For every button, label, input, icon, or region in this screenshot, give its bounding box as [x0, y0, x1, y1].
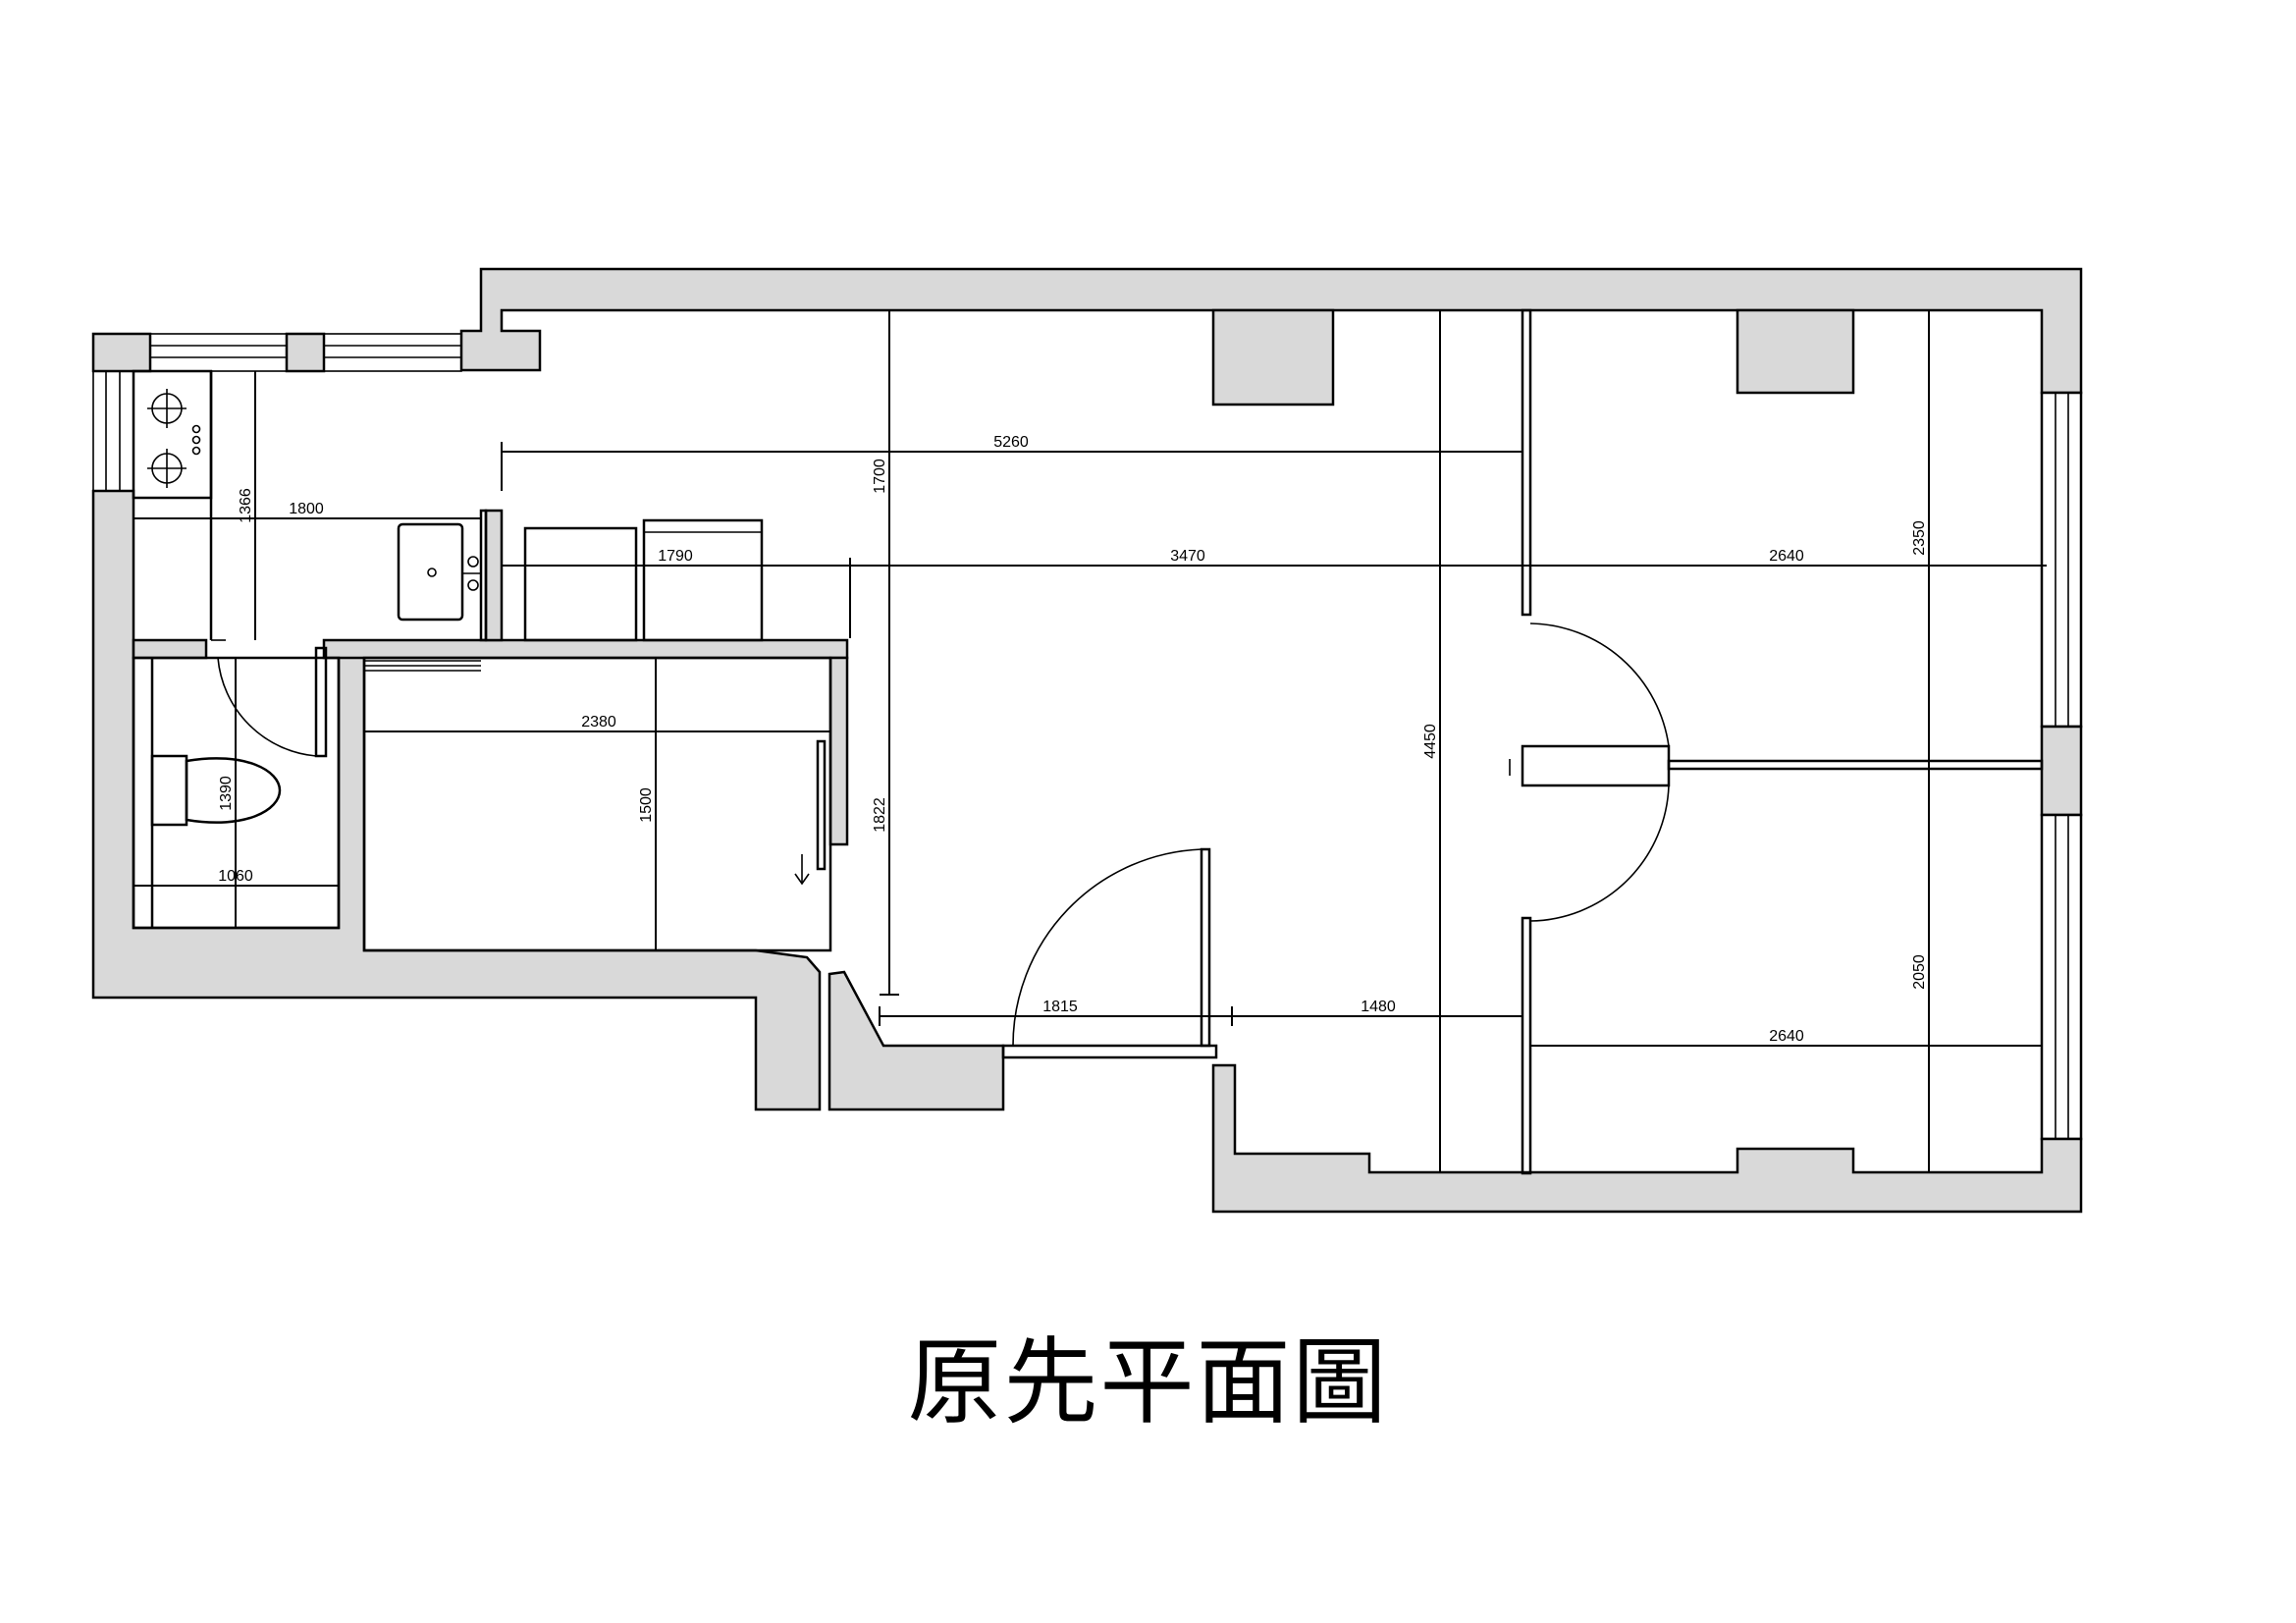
- dim-1790: 1790: [658, 548, 693, 565]
- storage-room: [362, 656, 832, 952]
- dim-3470: 3470: [1170, 548, 1205, 565]
- dim-1700: 1700: [872, 459, 888, 494]
- dim-1815: 1815: [1042, 999, 1078, 1015]
- doors: [1001, 308, 2044, 1175]
- dim-1366: 1366: [238, 488, 254, 523]
- dim-1390: 1390: [218, 776, 235, 811]
- dim-2380: 2380: [581, 714, 616, 730]
- plan-title: 原先平面圖: [907, 1327, 1389, 1437]
- toilet-icon: [150, 754, 282, 827]
- dim-4450: 4450: [1422, 724, 1439, 759]
- kitchen: [132, 369, 764, 642]
- dim-2050: 2050: [1911, 954, 1928, 990]
- dim-5260: 5260: [993, 434, 1029, 451]
- sink-icon: [397, 522, 481, 622]
- dim-2350: 2350: [1911, 520, 1928, 556]
- dim-2640-bottom: 2640: [1769, 1028, 1804, 1045]
- walls: [91, 267, 2083, 1214]
- dim-2640-top: 2640: [1769, 548, 1804, 565]
- windows: [92, 333, 2069, 1139]
- stove-icon: [147, 389, 201, 488]
- dim-1822: 1822: [872, 797, 888, 833]
- dim-1500: 1500: [638, 787, 655, 823]
- dimension-lines: [133, 310, 2047, 1172]
- dim-1060: 1060: [218, 868, 253, 885]
- dim-1480: 1480: [1361, 999, 1396, 1015]
- dimension-labels: 5260 1800 1790 3470 2640 2380 1060 1815 …: [218, 434, 1928, 1045]
- dim-1800: 1800: [289, 501, 324, 517]
